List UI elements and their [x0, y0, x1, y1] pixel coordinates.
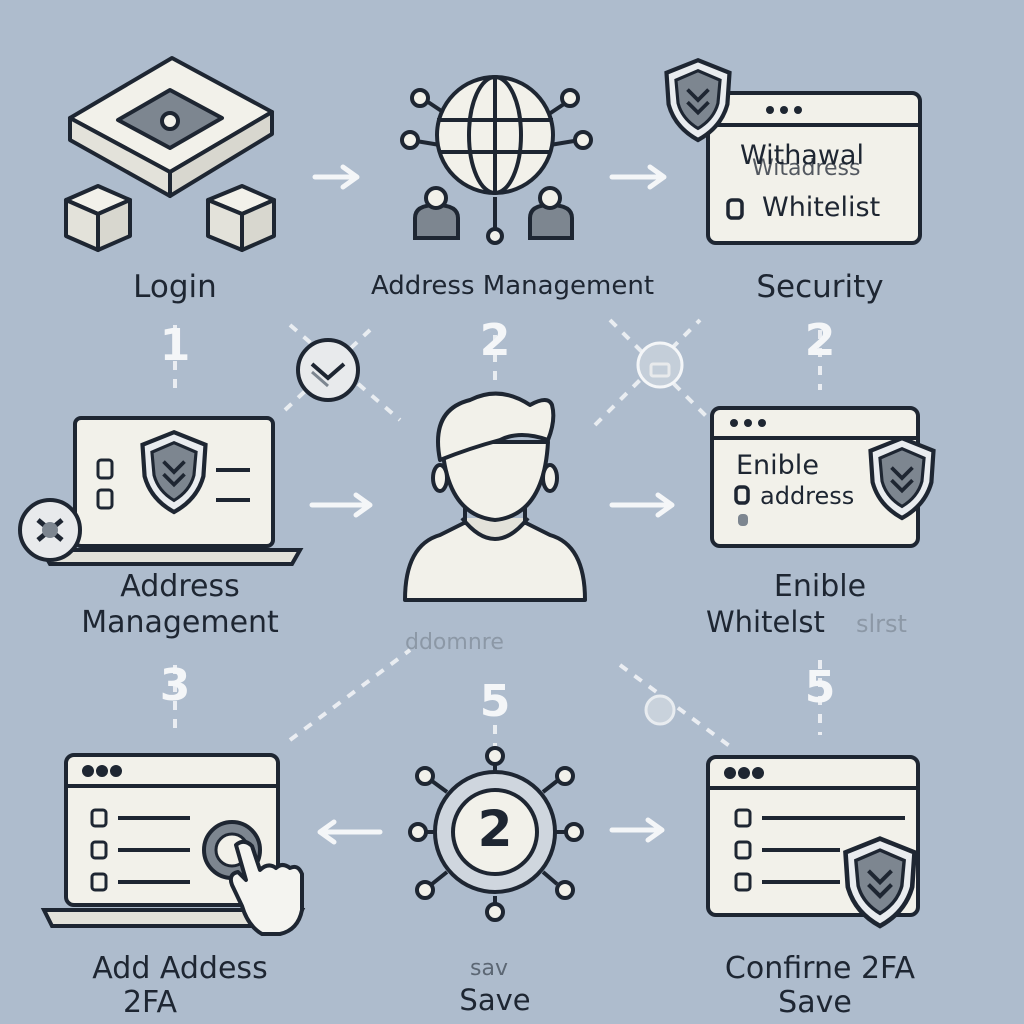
arrow-right-icon [309, 492, 373, 518]
flow-arrows [309, 164, 675, 845]
user-avatar [403, 391, 587, 602]
arrow-right-icon [609, 817, 665, 843]
confirm-2fa-line1: Confirne 2FA [724, 951, 916, 986]
faint-dot-icon [644, 694, 676, 726]
enable-window [710, 406, 920, 548]
enable-whitelist-line2-faded: slrst [856, 610, 907, 638]
arrow-right-icon [609, 492, 675, 518]
enable-window-line2: address [760, 482, 855, 510]
enable-whitelist-line1: Enible [773, 569, 867, 604]
arrow-left-icon [317, 819, 383, 845]
enable-window-line1: Enible [736, 450, 819, 481]
arrow-right-icon [312, 164, 360, 190]
security-window-line1: Withawal [740, 140, 864, 171]
pointer-hand-icon [228, 839, 304, 936]
step-number-2-center: 2 [479, 315, 511, 366]
globe-network-icon [400, 75, 593, 245]
checkmark-badge-icon [296, 338, 360, 402]
step-number-2-right: 2 [804, 315, 836, 366]
security-window-line2: Whitelist [762, 192, 881, 223]
login-label: Login [133, 269, 217, 305]
login-icon [64, 56, 276, 252]
address-management-left-line1: Address [120, 569, 240, 604]
twofa-network-icon [408, 746, 584, 922]
address-management-top-label: Address Management [370, 271, 655, 301]
save-faint-label: sav [470, 956, 508, 981]
step-number-1: 1 [159, 320, 191, 371]
address-management-left-line2: Management [81, 605, 279, 640]
lock-badge-icon [636, 341, 684, 389]
center-caption: ddomnre [405, 630, 504, 655]
step-number-5-right: 5 [804, 662, 836, 713]
add-address-line1: Add Addess [92, 951, 268, 986]
add-address-line2: 2FA [122, 985, 178, 1020]
security-window-line1-overlap: Witadress [752, 156, 861, 181]
unlink-badge-icon [18, 498, 82, 562]
enable-whitelist-line2: Whitelst [706, 605, 825, 639]
step-number-5-center: 5 [479, 676, 511, 727]
confirm-2fa-line2: Save [778, 985, 852, 1020]
arrow-right-icon [609, 164, 667, 190]
security-label: Security [756, 269, 884, 305]
step-number-3: 3 [159, 660, 191, 711]
save-label: Save [459, 983, 531, 1017]
twofa-node-digit: 2 [477, 800, 513, 858]
security-window [706, 91, 922, 245]
